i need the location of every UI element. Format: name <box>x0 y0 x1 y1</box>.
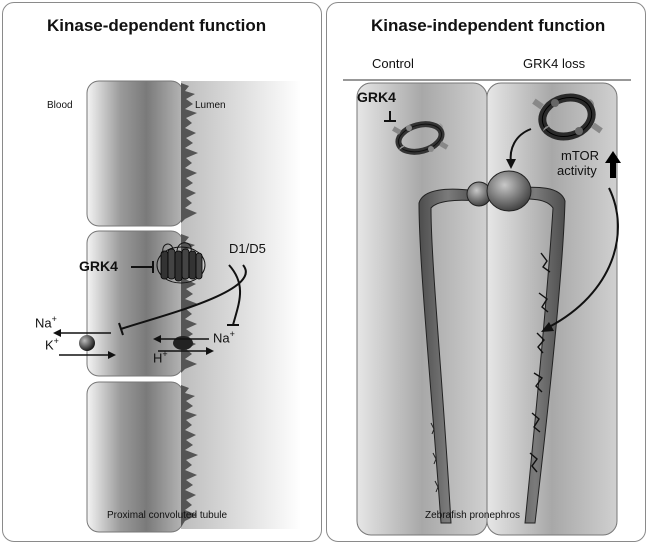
grk4-complex-control-icon <box>392 121 449 155</box>
na-k-pump-icon <box>79 335 95 351</box>
kinase-independent-panel: Kinase-independent function Control GRK4… <box>326 2 646 542</box>
h-ion: H+ <box>153 349 168 366</box>
grk4-label: GRK4 <box>79 258 118 274</box>
blood-label: Blood <box>47 100 73 111</box>
epithelial-cell-top <box>86 80 184 227</box>
footer-caption: Proximal convoluted tubule <box>107 510 228 521</box>
brush-border-bottom <box>181 385 198 527</box>
d1-inhibits-na-k-line <box>120 264 247 330</box>
grk4-complex-loss-icon <box>532 93 603 141</box>
k-ion: K+ <box>45 336 59 353</box>
activity-label: activity <box>557 163 597 178</box>
control-label: Control <box>372 56 414 71</box>
tubule-diagram <box>53 80 301 533</box>
d1-inhibits-nhe-line <box>228 264 242 326</box>
grk4-label: GRK4 <box>357 89 396 105</box>
lumen-label: Lumen <box>195 100 226 111</box>
cilia-left <box>430 422 439 493</box>
panel-title: Kinase-dependent function <box>47 16 267 35</box>
grk4-loss-label: GRK4 loss <box>523 56 586 71</box>
na-h-exchanger-icon <box>173 336 193 350</box>
mtor-label: mTOR <box>561 148 600 163</box>
cilia-right <box>529 252 551 473</box>
na-ion-left: Na+ <box>35 314 57 331</box>
pronephric-tubule-left <box>418 188 478 524</box>
mtor-to-tubule-arrow <box>548 187 619 328</box>
footer-caption: Zebrafish pronephros <box>425 510 521 521</box>
na-ion-right: Na+ <box>213 329 235 346</box>
kinase-dependent-panel: Kinase-dependent function Blood Lumen GR… <box>2 2 322 542</box>
mtor-increase-arrow-icon <box>605 151 621 178</box>
glomerulus-large <box>486 170 532 212</box>
pronephros-diagram <box>343 79 631 536</box>
panel-title: Kinase-independent function <box>371 16 606 35</box>
brush-border-top <box>181 83 198 223</box>
lumen-region <box>181 81 301 529</box>
d1-d5-receptor-icon <box>156 242 206 284</box>
receptor-label: D1/D5 <box>229 241 266 256</box>
